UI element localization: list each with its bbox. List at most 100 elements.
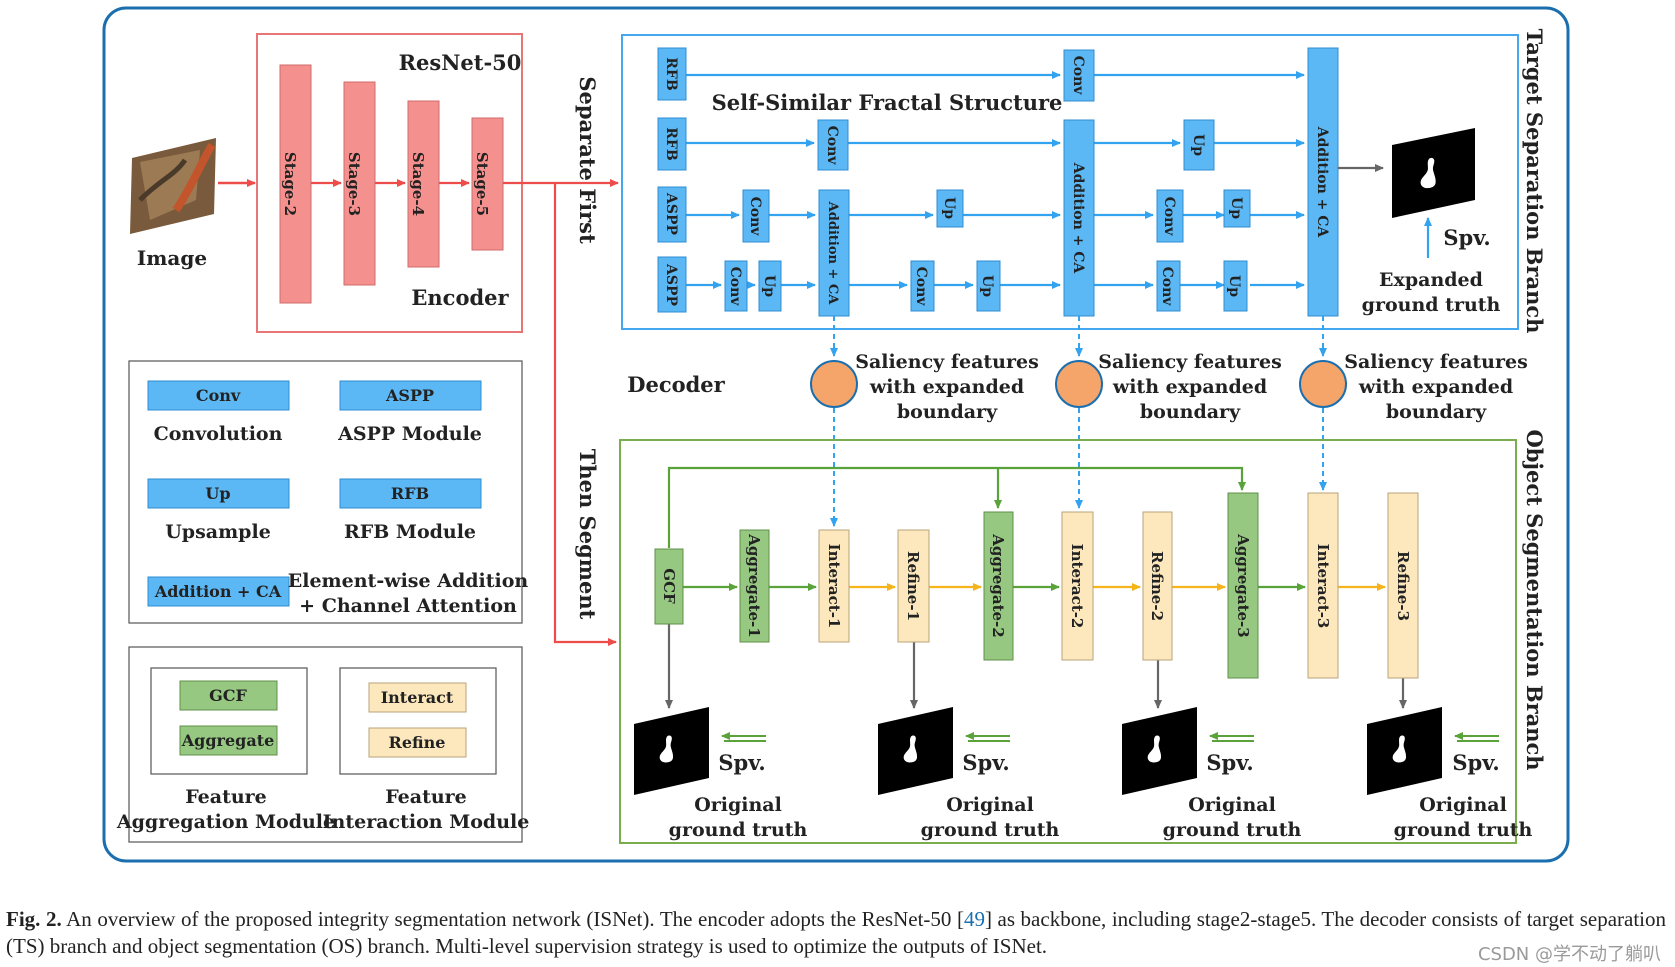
legend-aggregation-desc1: Feature — [185, 786, 267, 808]
stage-5-label: Stage-5 — [473, 152, 491, 216]
module-legend-right-frame — [339, 667, 497, 775]
stage-2-block — [279, 64, 312, 304]
os-prediction-mask-1 — [634, 707, 709, 795]
up-block-r3a — [936, 189, 964, 228]
legend-interaction-desc1: Feature — [385, 786, 467, 808]
legend-addition-ca-desc2: + Channel Attention — [299, 595, 517, 617]
legend-aggregation-desc2: Aggregation Module — [116, 811, 335, 833]
os-prediction-mask-2 — [878, 707, 953, 795]
caption-text-after-ref: ] as backbone, including stage2-stage5. … — [6, 907, 1666, 958]
conv-block-top — [1063, 49, 1095, 102]
conv-label-top: Conv — [1070, 56, 1086, 96]
saliency-2-line1: Saliency features — [1098, 351, 1282, 373]
ts-branch-subtitle: Self-Similar Fractal Structure — [712, 90, 1063, 115]
rfb-block-1 — [657, 47, 687, 101]
legend-interact-label: Interact — [381, 688, 454, 707]
interact-2-label: Interact-2 — [1068, 544, 1086, 629]
legend-interaction-desc2: Interaction Module — [323, 811, 530, 833]
encoder-label: Encoder — [411, 285, 509, 310]
stage-3-label: Stage-3 — [345, 152, 363, 216]
legend-addition-ca-desc1: Element-wise Addition — [288, 570, 529, 592]
os-prediction-mask-3 — [1122, 707, 1197, 795]
legend-interact-swatch — [368, 682, 467, 713]
encoder-title: ResNet-50 — [399, 50, 522, 75]
up-label-r3b: Up — [1228, 197, 1244, 219]
legend-conv-desc: Convolution — [154, 423, 283, 445]
aggregate-1-block — [739, 529, 770, 643]
aspp-block-1 — [657, 186, 687, 243]
os-gt-3-line1: Original — [1188, 794, 1276, 816]
module-legend-box — [128, 646, 523, 843]
input-image-label: Image — [137, 246, 207, 270]
refine-2-label: Refine-2 — [1148, 551, 1166, 621]
stage-3-block — [343, 81, 376, 286]
os-gt-4-line1: Original — [1419, 794, 1507, 816]
os-gt-1-line1: Original — [694, 794, 782, 816]
legend-rfb-box-label: RFB — [391, 484, 429, 503]
saliency-node-2 — [1055, 360, 1103, 408]
addition-ca-block-2 — [1063, 119, 1095, 317]
aggregate-1-label: Aggregate-1 — [745, 533, 763, 637]
up-label-r3a: Up — [941, 197, 957, 219]
os-spv-label-1: Spv. — [718, 750, 765, 775]
aggregate-3-label: Aggregate-3 — [1234, 533, 1252, 637]
refine-1-label: Refine-1 — [904, 551, 922, 621]
up-label-r2: Up — [1190, 134, 1206, 156]
ts-gt-line1: Expanded — [1379, 269, 1483, 291]
os-branch-title: Object Segmentation Branch — [1522, 429, 1547, 770]
legend-rfb-swatch — [339, 478, 482, 509]
interact-1-block — [818, 529, 850, 643]
module-legend-left-frame — [150, 667, 308, 775]
saliency-1-line1: Saliency features — [855, 351, 1039, 373]
os-spv-label-3: Spv. — [1206, 750, 1253, 775]
stage-4-block — [407, 100, 440, 268]
legend-gcf-label: GCF — [209, 686, 247, 705]
addition-ca-label-2: Addition + CA — [1070, 162, 1086, 275]
rfb-label-1: RFB — [663, 57, 679, 91]
addition-ca-label-3: Addition + CA — [1314, 126, 1330, 239]
gcf-label: GCF — [660, 568, 678, 604]
conv-block-r4b — [910, 260, 935, 312]
os-gt-1-line2: ground truth — [669, 819, 808, 841]
legend-aspp-box-label: ASPP — [385, 386, 434, 405]
encoder-output-arrows — [503, 179, 619, 646]
legend-up-box-label: Up — [205, 484, 230, 503]
interact-1-label: Interact-1 — [825, 544, 843, 629]
legend-aspp-desc: ASPP Module — [337, 423, 482, 445]
then-segment-label: Then Segment — [575, 449, 600, 620]
up-block-r3b — [1223, 189, 1251, 228]
saliency-node-1 — [810, 360, 858, 408]
aggregate-3-block — [1227, 492, 1259, 679]
legend-addition-ca-box-label: Addition + CA — [154, 582, 282, 601]
up-block-r2 — [1183, 119, 1215, 171]
ts-prediction-mask — [1392, 128, 1475, 218]
legend-rfb-desc: RFB Module — [344, 521, 476, 543]
aspp-block-2 — [657, 256, 687, 313]
caption-text-before-ref: An overview of the proposed integrity se… — [66, 907, 964, 931]
saliency-2-line3: boundary — [1140, 401, 1241, 423]
saliency-3-line3: boundary — [1386, 401, 1487, 423]
aggregate-2-block — [983, 511, 1014, 661]
os-gray-arrows — [665, 624, 1407, 709]
conv-label-r4c: Conv — [1159, 267, 1175, 307]
os-gt-2-line2: ground truth — [921, 819, 1060, 841]
legend-aspp-swatch — [339, 380, 482, 411]
ts-spv-label: Spv. — [1443, 225, 1490, 250]
refine-2-block — [1142, 511, 1173, 661]
aggregate-2-label: Aggregate-2 — [989, 533, 1007, 637]
up-block-r4b — [976, 260, 1001, 312]
figure-label: Fig. 2. — [6, 907, 62, 931]
up-label-r4b: Up — [979, 275, 995, 297]
caption-reference-link[interactable]: 49 — [963, 907, 985, 931]
saliency-1-line3: boundary — [897, 401, 998, 423]
os-spv-label-2: Spv. — [962, 750, 1009, 775]
saliency-node-3 — [1299, 360, 1347, 408]
addition-ca-block-3 — [1307, 47, 1339, 317]
aspp-label-2: ASPP — [663, 263, 679, 307]
input-image — [130, 138, 216, 234]
conv-label-r3a: Conv — [747, 197, 763, 237]
legend-up-desc: Upsample — [165, 521, 271, 543]
os-spv-arrows — [721, 732, 1499, 742]
legend-aggregate-swatch — [179, 725, 278, 756]
saliency-1-line2: with expanded — [869, 376, 1024, 398]
